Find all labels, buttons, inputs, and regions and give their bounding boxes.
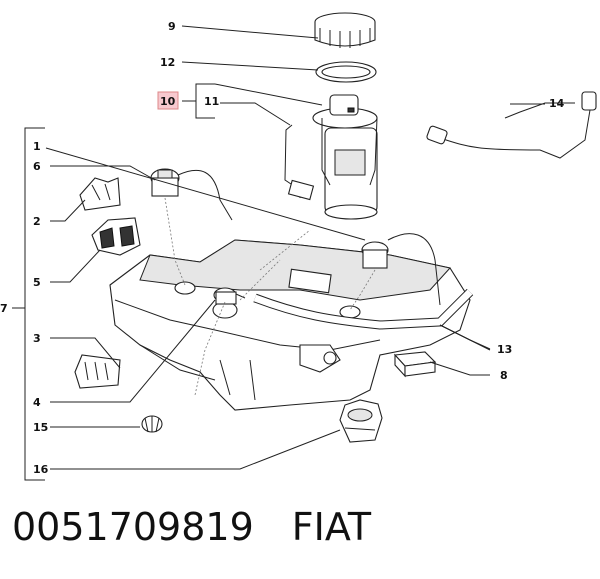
brand-name: FIAT — [291, 505, 372, 549]
callout-9: 9 — [168, 20, 176, 33]
clip-2 — [79, 177, 121, 211]
float-arm — [284, 124, 315, 201]
highlight-box — [157, 91, 179, 110]
fuel-pump-unit — [312, 94, 378, 220]
callout-15: 15 — [33, 421, 48, 434]
group-bracket-7 — [12, 127, 45, 481]
part-number-caption: 0051709819 FIAT — [12, 505, 371, 549]
leader-lines — [45, 25, 575, 470]
callout-16: 16 — [33, 463, 49, 476]
callout-8: 8 — [500, 369, 508, 382]
pump-holder-16 — [339, 399, 383, 443]
wiring-cable — [426, 91, 597, 159]
group-bracket-10 — [182, 83, 323, 119]
clip-3 — [74, 354, 121, 389]
callout-1: 1 — [33, 140, 41, 153]
callout-7: 7 — [0, 302, 8, 315]
callout-4: 4 — [33, 396, 41, 409]
callout-2: 2 — [33, 215, 41, 228]
callout-6: 6 — [33, 160, 41, 173]
callout-13: 13 — [497, 343, 512, 356]
pad-8 — [393, 351, 437, 378]
callout-5: 5 — [33, 276, 41, 289]
seal-ring — [315, 61, 377, 83]
clip-5 — [91, 217, 141, 256]
callout-14: 14 — [549, 97, 565, 110]
installation-lines — [194, 229, 311, 396]
fitting-15 — [141, 415, 163, 433]
callout-11: 11 — [204, 95, 219, 108]
callout-10: 10 — [160, 95, 176, 108]
ring-nut — [314, 12, 376, 48]
callout-3: 3 — [33, 332, 41, 345]
callout-12: 12 — [160, 56, 175, 69]
part-number: 0051709819 — [12, 505, 254, 549]
vent-valve-right — [349, 233, 441, 311]
